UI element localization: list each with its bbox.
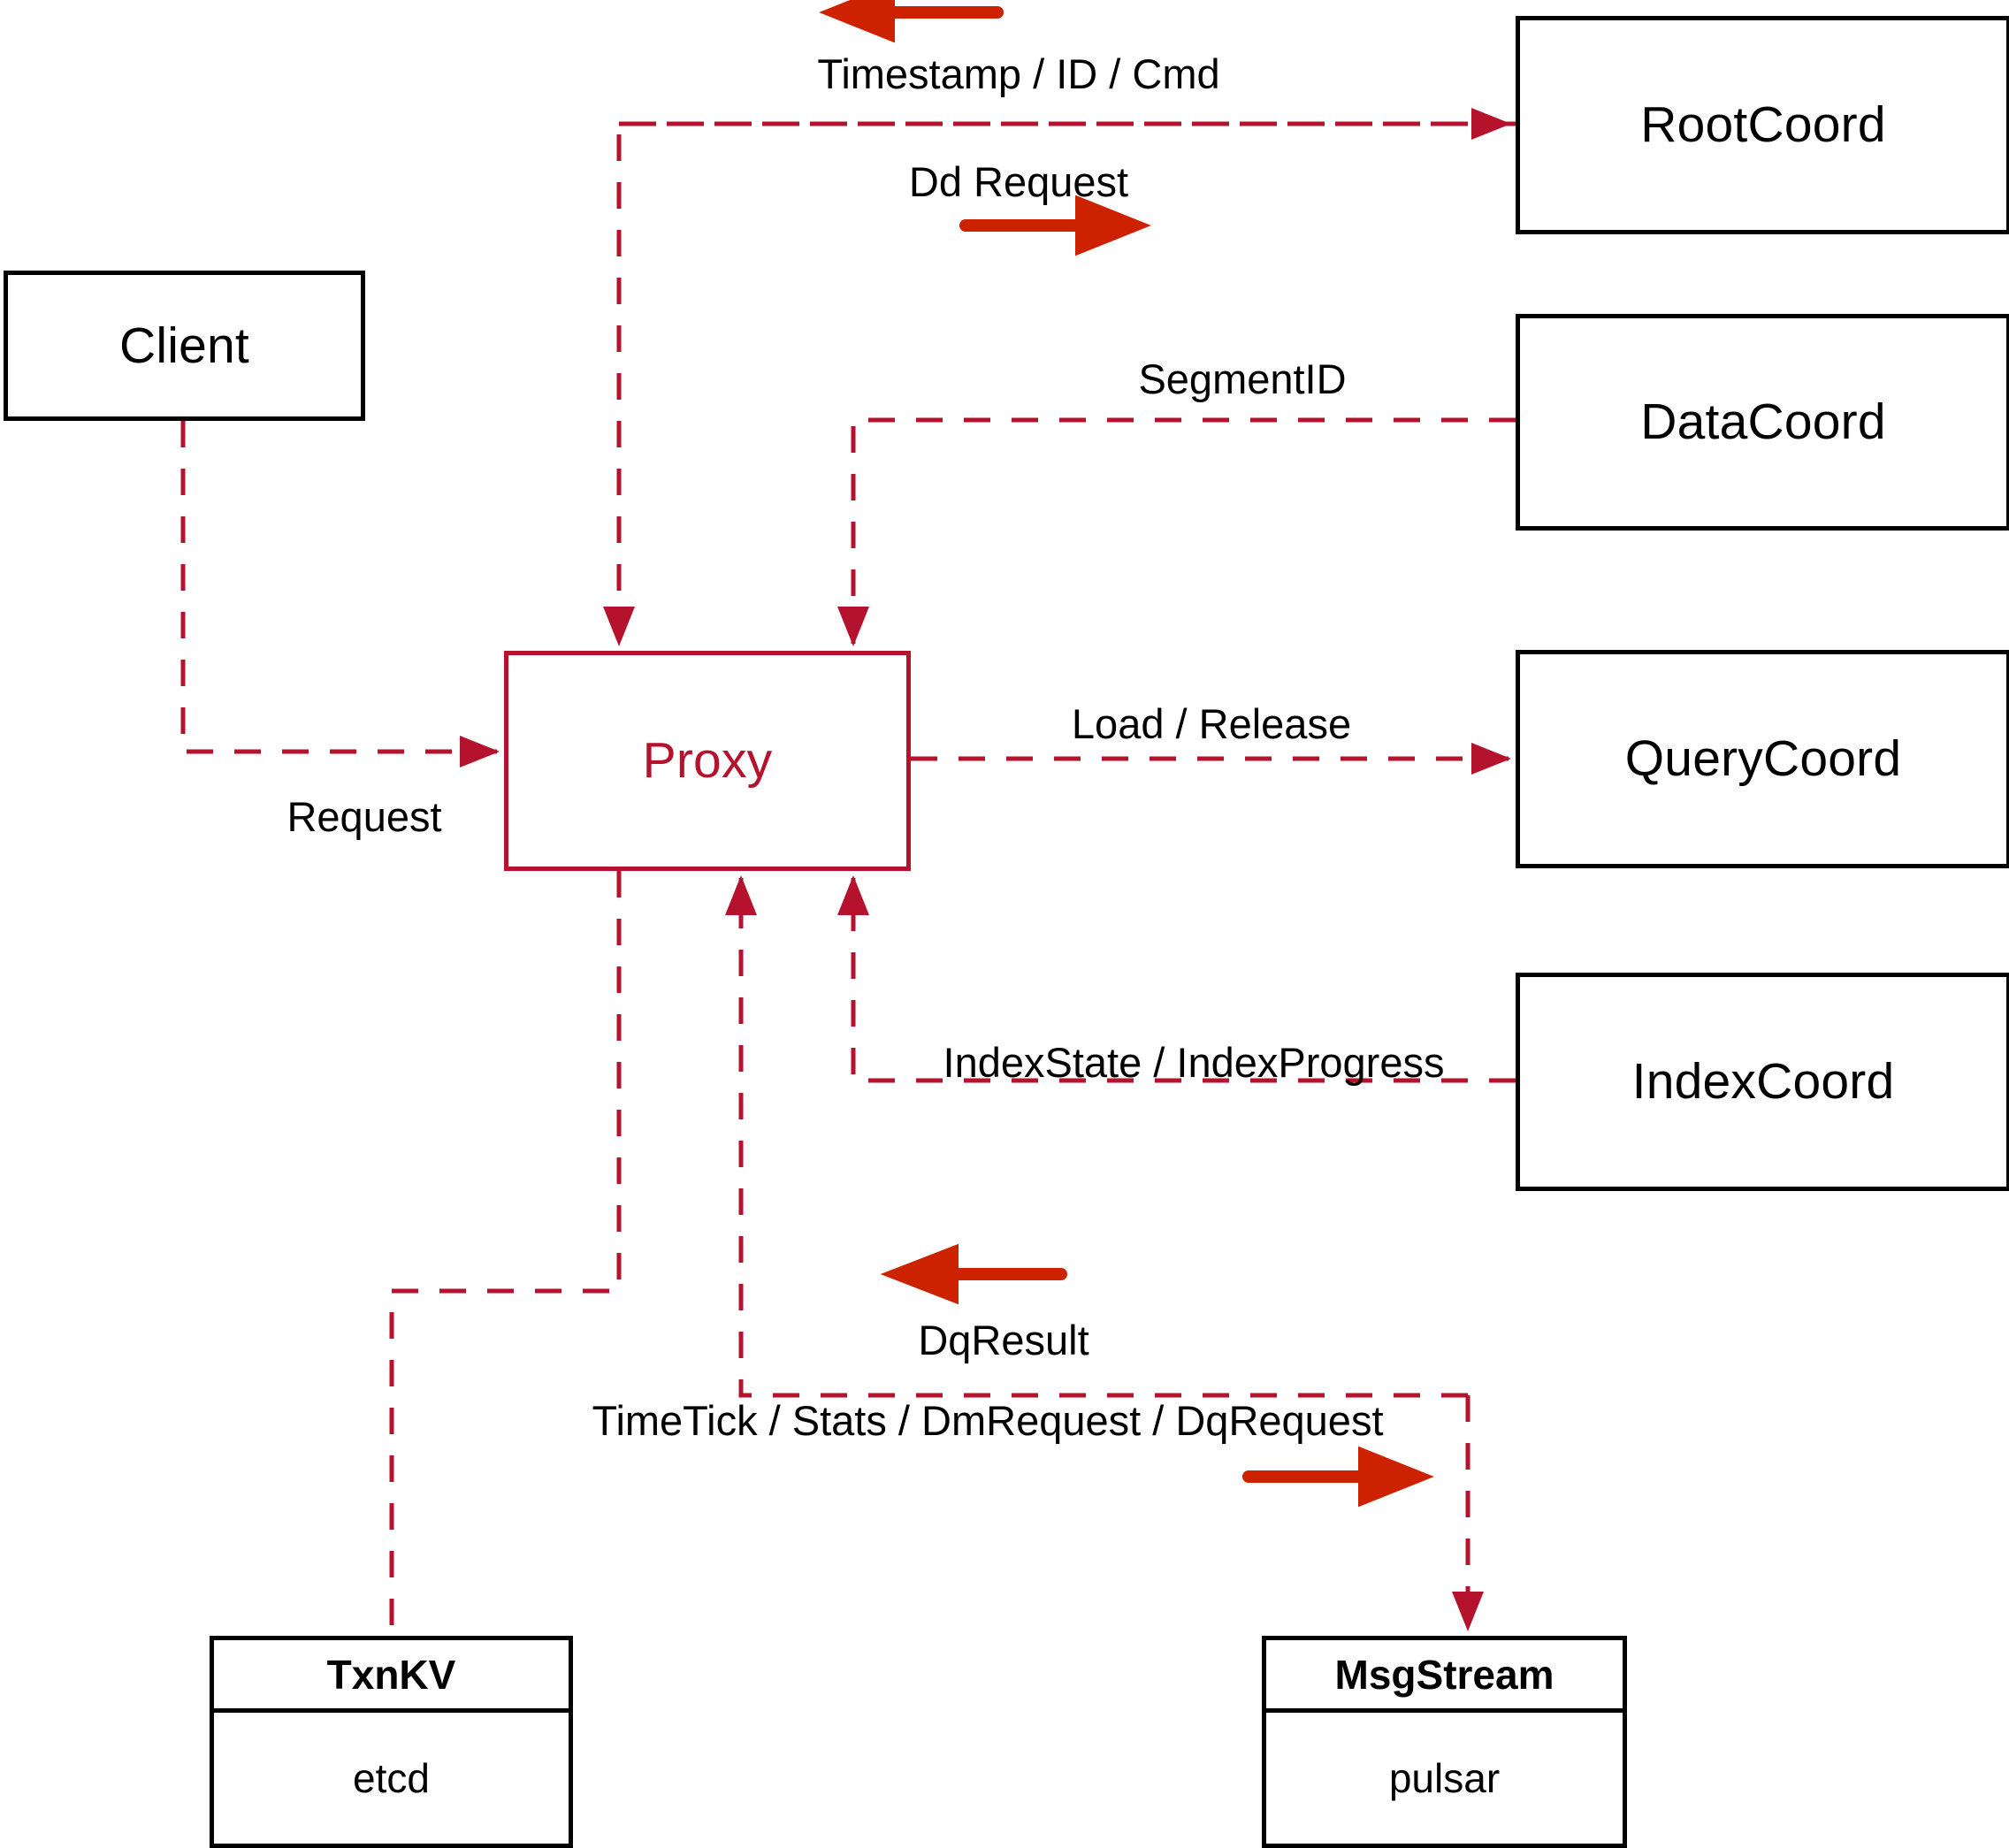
node-msgstream[interactable]: MsgStream pulsar: [1262, 1636, 1627, 1848]
node-index-coord[interactable]: IndexCoord: [1516, 973, 2009, 1191]
edge-label-dd-request: Dd Request: [908, 158, 1129, 205]
edge-label-request: Request: [286, 793, 442, 840]
node-data-coord[interactable]: DataCoord: [1516, 314, 2009, 531]
edge-segment-id: [837, 417, 1516, 647]
edge-label-timestamp-id-cmd: Timestamp / ID / Cmd: [817, 50, 1220, 97]
node-client[interactable]: Client: [4, 271, 365, 421]
node-query-coord[interactable]: QueryCoord: [1516, 650, 2009, 868]
edge-label-index-state-progress: IndexState / IndexProgress: [943, 1039, 1445, 1086]
node-msgstream-header: MsgStream: [1266, 1640, 1623, 1713]
edge-label-dq-result: DqResult: [918, 1317, 1089, 1363]
node-txnkv-body: etcd: [353, 1755, 430, 1801]
node-txnkv-header: TxnKV: [214, 1640, 569, 1713]
flow-marker-timetick-icon: [1242, 1446, 1434, 1508]
node-data-coord-label: DataCoord: [1640, 393, 1886, 450]
edge-request: [180, 421, 500, 767]
edge-dq-result: [725, 874, 1468, 1398]
node-txnkv[interactable]: TxnKV etcd: [210, 1636, 573, 1848]
edge-label-timetick-stats-dm-dq: TimeTick / Stats / DmRequest / DqRequest: [592, 1397, 1384, 1444]
flow-marker-dd-request-icon: [959, 195, 1151, 256]
node-client-label: Client: [119, 317, 249, 374]
node-proxy[interactable]: Proxy: [504, 651, 911, 871]
node-root-coord[interactable]: RootCoord: [1516, 16, 2009, 234]
edge-txnkv-link: [389, 871, 622, 1636]
node-query-coord-label: QueryCoord: [1624, 730, 1902, 787]
flow-marker-timestamp-icon: [819, 0, 1004, 43]
node-proxy-label: Proxy: [642, 732, 773, 789]
flow-marker-dq-result-icon: [880, 1243, 1067, 1305]
edge-label-segment-id: SegmentID: [1138, 355, 1347, 402]
edge-label-load-release: Load / Release: [1071, 700, 1352, 747]
node-root-coord-label: RootCoord: [1640, 96, 1886, 153]
node-msgstream-body: pulsar: [1388, 1755, 1501, 1801]
node-index-coord-label: IndexCoord: [1631, 1053, 1895, 1110]
